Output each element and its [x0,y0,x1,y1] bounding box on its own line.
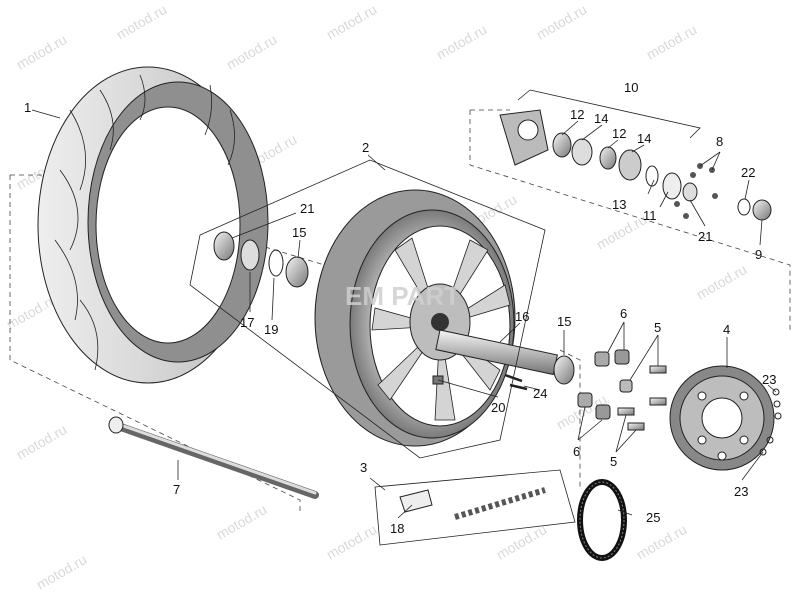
valve-left-part [213,231,235,261]
callout-seal-right: 13 [612,197,626,212]
rim-bracket [189,159,546,459]
chain-link-part [399,489,433,513]
leader-lines [31,109,777,519]
callout-circlip: 11 [643,208,657,223]
hub-assembly-parts [499,109,772,221]
callout-tire: 1 [24,100,31,115]
watermark: motod.ru [494,521,550,562]
callout-damper-upper: 6 [620,306,627,321]
callout-washer: 22 [741,165,755,180]
callout-axle: 7 [173,482,180,497]
bearing-right-part [553,355,575,385]
callout-sprocket: 4 [723,322,730,337]
bearing-left-part [285,256,309,288]
callout-spacer-tube: 16 [515,309,529,324]
axle [108,416,319,499]
watermark: motod.ru [114,1,170,42]
callout-bearing-right: 15 [557,314,571,329]
circlip-left-part [268,249,284,277]
watermark: motod.ru [14,421,70,462]
callout-sprocket-nut-upper: 23 [762,372,776,387]
watermark: motod.ru [14,31,70,72]
callout-bearing-b: 12 [612,126,626,141]
callout-chain-kit: 3 [360,460,367,475]
callout-valve-stud: 20 [491,400,505,415]
watermark: motod.ru [324,521,380,562]
watermark: motod.ru [644,21,700,62]
screws-part [504,373,528,391]
tire [37,66,269,384]
callout-bearing-a: 12 [570,107,584,122]
callout-chain-link: 18 [390,521,404,536]
watermark: motod.ru [324,1,380,42]
callout-sprocket-nut-lower: 23 [734,484,748,499]
right-hub-parts [432,355,575,391]
rim [314,189,558,447]
callout-seal-left: 17 [240,315,254,330]
watermark-logo: EM PART [345,281,460,311]
guide-right [469,110,791,330]
left-hub-parts [213,231,309,288]
callout-damper-lower: 6 [573,444,580,459]
watermark: motod.ru [434,21,490,62]
watermark: motod.ru [214,501,270,542]
callout-rim: 2 [362,140,369,155]
watermark: motod.ru [534,1,590,42]
watermark: motod.ru [34,551,90,592]
chain-kit-frame [374,469,576,546]
watermark: motod.ru [634,521,690,562]
callout-circlip-left: 19 [264,322,278,337]
watermark: motod.ru [694,261,750,302]
callout-valve-left: 21 [300,201,314,216]
callout-tone-ring: 25 [646,510,660,525]
callout-bolt-upper: 5 [654,320,661,335]
callout-screw-set: 24 [533,386,547,401]
callout-bolt-lower: 5 [610,454,617,469]
callout-nut-set: 8 [716,134,723,149]
seal-left-part [240,239,260,271]
nut-end-part [752,199,772,221]
watermark: motod.ru [594,211,650,252]
sprocket-nuts [759,388,782,456]
callout-labels: 1 2 3 4 5 5 6 6 7 8 9 10 11 12 12 13 14 … [24,80,776,536]
callout-nut-end: 9 [755,247,762,262]
damper-bolt-parts [577,349,667,431]
watermark: motod.ru [224,31,280,72]
hub-bracket [517,89,701,139]
callout-hub-assembly: 10 [624,80,638,95]
tone-ring [577,479,627,561]
callout-valve-right: 21 [698,229,712,244]
guide-lower-right [559,349,581,490]
callout-spacer-a: 14 [594,111,608,126]
sprocket [669,365,775,471]
washer-part [737,198,751,216]
callout-bearing-left: 15 [292,225,306,240]
callout-spacer-b: 14 [637,131,651,146]
